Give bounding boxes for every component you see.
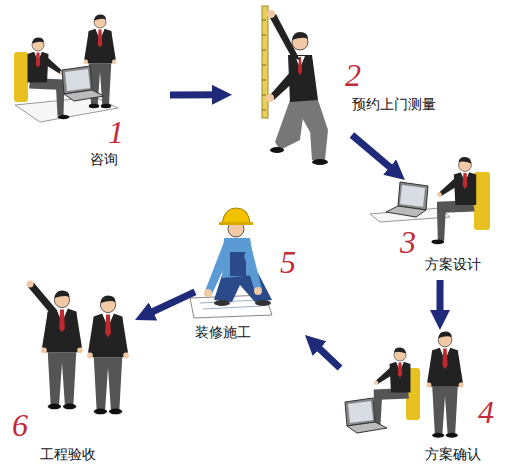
- step-node: 2 预约上门测量: [232, 5, 460, 135]
- step-node: 4 方案确认: [340, 330, 515, 465]
- step-node: 1咨询: [10, 10, 170, 172]
- flow-arrow: [436, 280, 443, 316]
- step-node: 6 工程验收: [10, 280, 135, 465]
- flow-arrow: [170, 91, 218, 98]
- flow-arrow: [352, 135, 394, 171]
- measure-figure: [262, 6, 328, 165]
- step-number: 6: [12, 408, 28, 442]
- step-number: 2: [345, 58, 361, 92]
- step-label: 方案设计: [425, 255, 481, 273]
- step-label: 预约上门测量: [352, 95, 436, 113]
- step-number: 3: [400, 225, 416, 259]
- step-node: 5 装修施工: [195, 205, 305, 345]
- step-label: 咨询: [90, 150, 118, 168]
- flow-arrow: [148, 292, 195, 314]
- step-number: 4: [478, 395, 494, 429]
- step-label: 方案确认: [425, 445, 481, 463]
- step-node: 3 方案设计: [370, 180, 520, 280]
- acceptance-figure: [27, 281, 129, 415]
- step-label: 装修施工: [195, 323, 251, 341]
- worker-figure: [190, 208, 272, 318]
- confirm-figure: [345, 332, 464, 438]
- step-label: 工程验收: [40, 445, 96, 463]
- step-number: 5: [280, 245, 296, 279]
- consult-figure: [14, 15, 118, 123]
- step-number: 1: [108, 115, 124, 149]
- flow-arrow: [315, 345, 340, 368]
